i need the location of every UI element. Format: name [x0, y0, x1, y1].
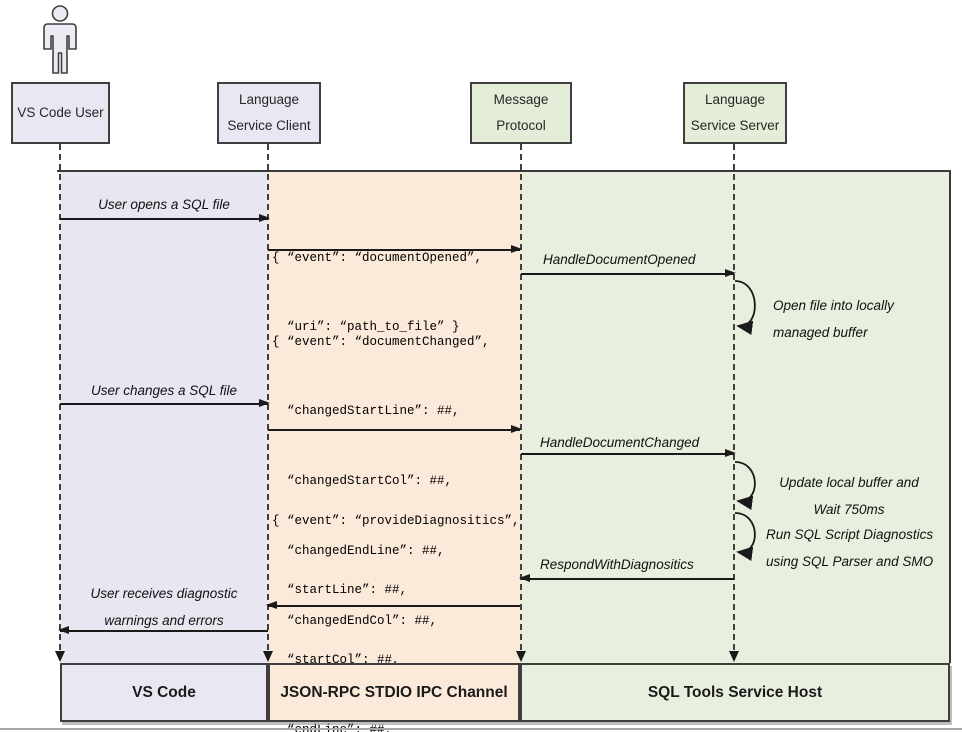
- arrow-respond-with-diagnostics: [519, 573, 734, 582]
- footer-lane-vscode: VS Code: [60, 663, 268, 722]
- footer-lane-label: VS Code: [132, 683, 196, 701]
- lifeline-end-arrow: [729, 651, 739, 662]
- lifeline-vscode-user: [59, 144, 61, 660]
- json-line: “startLine”: ##,: [272, 583, 408, 598]
- user-actor-icon: [43, 5, 77, 74]
- message-label-user-receives: User receives diagnostic warnings and er…: [60, 580, 268, 634]
- message-label-user-changes: User changes a SQL file: [90, 383, 238, 398]
- region-right-border: [949, 170, 951, 663]
- message-label-respond-with-diagnostics: RespondWithDiagnositics: [540, 557, 694, 572]
- actor-label: Service Server: [690, 118, 780, 133]
- lifeline-end-arrow: [263, 651, 273, 662]
- actor-box-message-protocol: Message Protocol: [470, 82, 572, 144]
- actor-label: Language: [238, 92, 300, 107]
- region-top-border: [57, 170, 951, 172]
- json-line: “changedStartLine”: ##,: [272, 404, 460, 419]
- footer-lane-label: JSON-RPC STDIO IPC Channel: [280, 683, 508, 701]
- region-ipc-channel: [268, 172, 520, 663]
- self-action-line: Run SQL Script Diagnostics: [766, 527, 934, 542]
- region-service-host: [520, 172, 950, 663]
- json-document-opened: { “event”: “documentOpened”, “uri”: “pat…: [272, 200, 482, 386]
- bottom-divider-line: [0, 728, 962, 730]
- json-line: “changedEndLine”: ##,: [272, 544, 445, 559]
- arrow-diagnostics-to-client: [266, 600, 520, 609]
- arrow-document-changed: [268, 424, 522, 433]
- footer-lane-service-host: SQL Tools Service Host: [520, 663, 950, 722]
- arrow-document-opened: [268, 244, 522, 253]
- actor-box-service-server: Language Service Server: [683, 82, 787, 144]
- actor-label: Language: [704, 92, 766, 107]
- actor-label: Protocol: [496, 118, 546, 133]
- lifeline-end-arrow: [55, 651, 65, 662]
- self-loop-update-buffer: [734, 461, 756, 510]
- self-action-line: Wait 750ms: [813, 502, 885, 517]
- self-loop-run-diagnostics: [734, 512, 756, 561]
- message-label-line: warnings and errors: [104, 613, 224, 628]
- self-action-line: Open file into locally: [773, 298, 894, 313]
- json-line: { “event”: “documentOpened”,: [272, 250, 483, 265]
- self-loop-open-file: [734, 280, 756, 335]
- arrow-user-opens: [60, 213, 270, 222]
- json-line: “uri”: “path_to_file” }: [272, 320, 460, 335]
- arrow-handle-document-opened: [521, 268, 736, 277]
- message-label-handle-document-changed: HandleDocumentChanged: [540, 435, 700, 450]
- actor-label: VS Code User: [17, 105, 104, 120]
- lifeline-message-protocol: [520, 144, 522, 660]
- arrow-handle-document-changed: [521, 448, 736, 457]
- self-action-update-buffer: Update local buffer and Wait 750ms: [760, 469, 938, 523]
- footer-lane-label: SQL Tools Service Host: [647, 683, 823, 701]
- region-vscode: [60, 172, 268, 663]
- lifeline-end-arrow: [516, 651, 526, 662]
- actor-label: Message: [493, 92, 549, 107]
- self-action-open-file: Open file into locally managed buffer: [773, 292, 894, 346]
- self-action-run-diagnostics: Run SQL Script Diagnostics using SQL Par…: [766, 521, 933, 575]
- actor-label: Service Client: [227, 118, 311, 133]
- arrow-user-receives: [58, 625, 268, 634]
- json-line: “endLine”: ##,: [272, 723, 393, 732]
- lifeline-service-server: [733, 144, 735, 660]
- json-document-changed: { “event”: “documentChanged”, “changedSt…: [272, 284, 512, 732]
- message-label-line: User receives diagnostic: [90, 586, 238, 601]
- json-line: “changedStartCol”: ##,: [272, 474, 453, 489]
- self-action-line: Update local buffer and: [779, 475, 919, 490]
- actor-box-vscode-user: VS Code User: [11, 82, 110, 144]
- actor-box-service-client: Language Service Client: [217, 82, 321, 144]
- message-label-user-opens: User opens a SQL file: [98, 197, 230, 212]
- self-action-line: using SQL Parser and SMO: [766, 554, 934, 569]
- message-label-handle-document-opened: HandleDocumentOpened: [543, 252, 696, 267]
- json-line: { “event”: “documentChanged”,: [272, 334, 490, 349]
- self-action-line: managed buffer: [773, 325, 868, 340]
- json-line: { “event”: “provideDiagnositics”,: [272, 513, 520, 528]
- footer-lane-ipc-channel: JSON-RPC STDIO IPC Channel: [268, 663, 520, 722]
- arrow-user-changes: [60, 398, 270, 407]
- json-line: “changedEndCol”: ##,: [272, 614, 438, 629]
